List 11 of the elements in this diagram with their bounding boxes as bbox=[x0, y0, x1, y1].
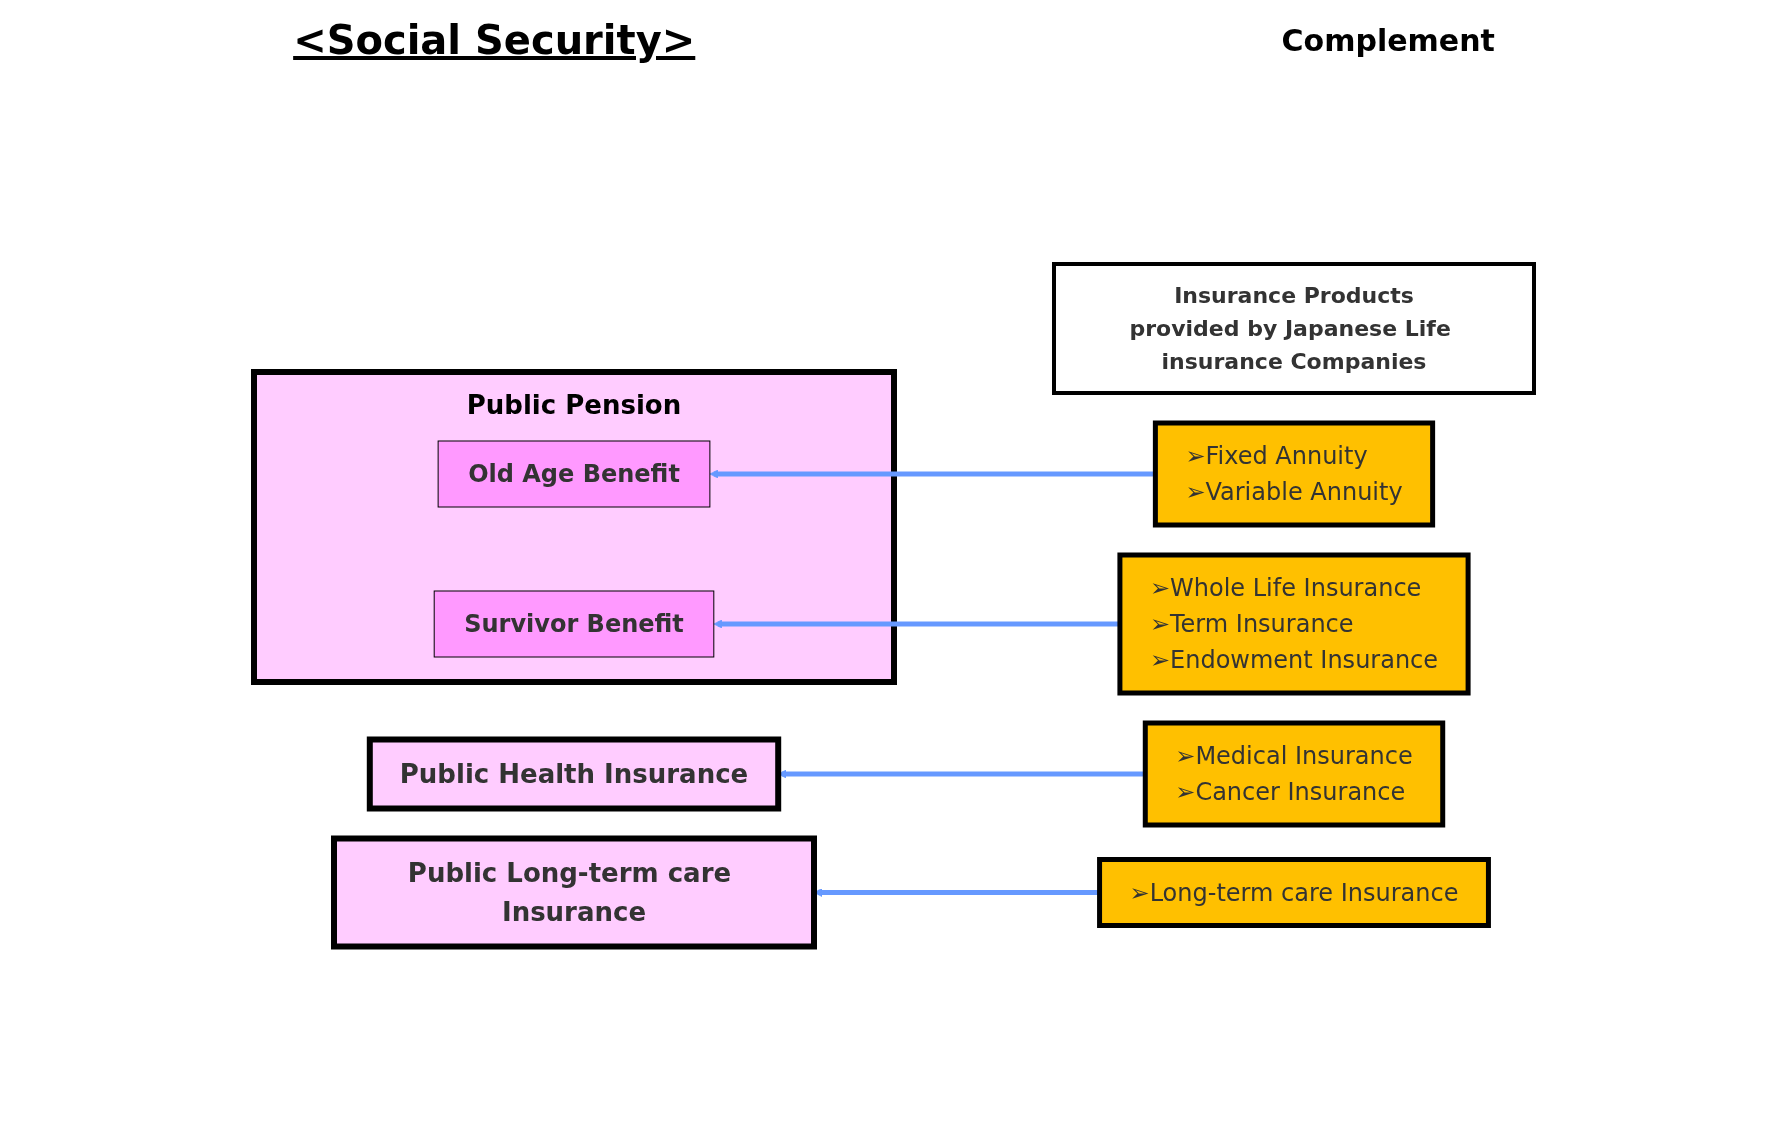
node-box: Public Long-term care Insurance bbox=[331, 835, 817, 950]
node-box: Survivor Benefit bbox=[433, 590, 715, 658]
node-box: Insurance Products provided by Japanese Life insurance Companies bbox=[1052, 261, 1536, 395]
node-box: Public Health Insurance bbox=[366, 736, 782, 812]
note-label: Complement bbox=[1281, 22, 1495, 58]
node-box: ➢Medical Insurance ➢Cancer Insurance bbox=[1142, 720, 1446, 828]
node-box: ➢Fixed Annuity ➢Variable Annuity bbox=[1152, 420, 1436, 528]
diagram-title: <Social Security> bbox=[293, 17, 696, 63]
node-box: ➢Whole Life Insurance ➢Term Insurance ➢Endowment Insurance bbox=[1117, 552, 1471, 696]
node-box: ➢Long-term care Insurance bbox=[1097, 856, 1491, 928]
node-box: Old Age Benefit bbox=[437, 440, 711, 508]
